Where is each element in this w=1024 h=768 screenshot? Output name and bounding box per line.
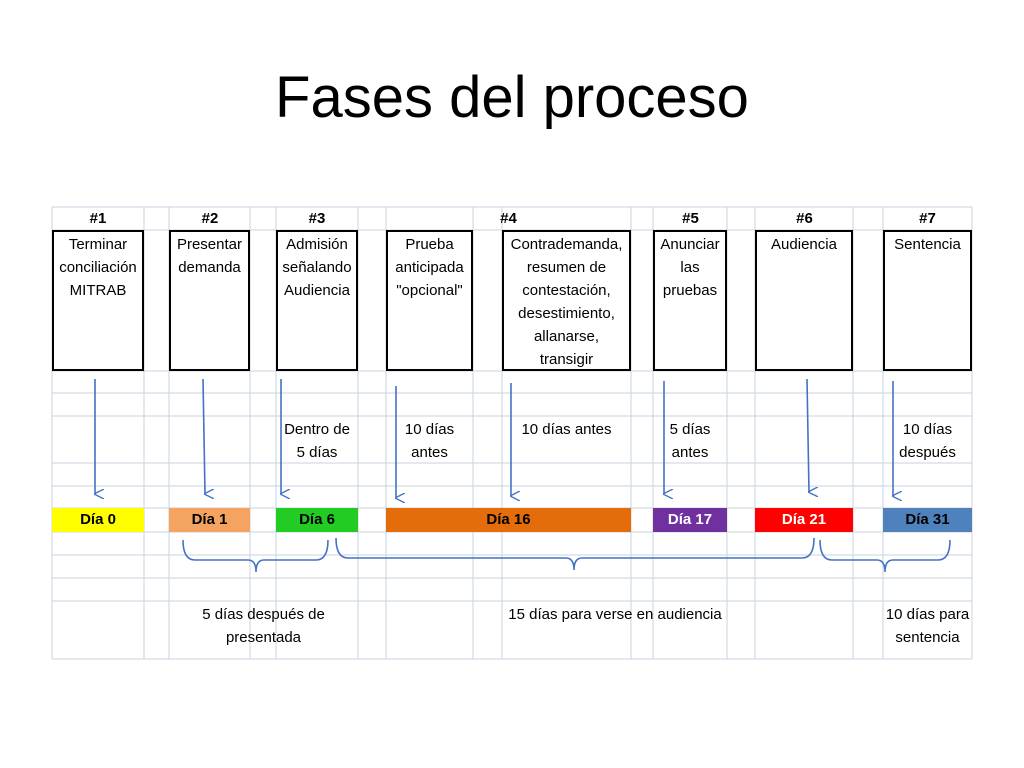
day-16: Día 16 [386,508,631,532]
page-title: Fases del proceso [275,65,749,130]
day-1: Día 1 [169,508,250,532]
header-5: #5 [682,210,699,227]
braces [182,537,951,573]
phase-audiencia: Audiencia [755,230,853,371]
phase-sentencia: Sentencia [883,230,972,371]
brace [182,539,329,573]
day-6: Día 6 [276,508,358,532]
header-4: #4 [500,210,517,227]
day-21: Día 21 [755,508,853,532]
header-6: #6 [796,210,813,227]
span-15-dias: 15 días para verse en audiencia [508,606,722,623]
header-2: #2 [201,210,219,227]
deadline-contrademanda: 10 días antes [521,421,612,438]
header-3: #3 [308,210,326,227]
arrows [95,378,893,498]
brace [335,537,815,571]
day-31: Día 31 [883,508,972,532]
arrow [806,378,809,492]
header-7: #7 [919,210,936,227]
arrow [202,378,205,494]
header-1: #1 [89,210,107,227]
brace [819,539,951,573]
day-17: Día 17 [653,508,727,532]
day-0: Día 0 [52,508,144,532]
